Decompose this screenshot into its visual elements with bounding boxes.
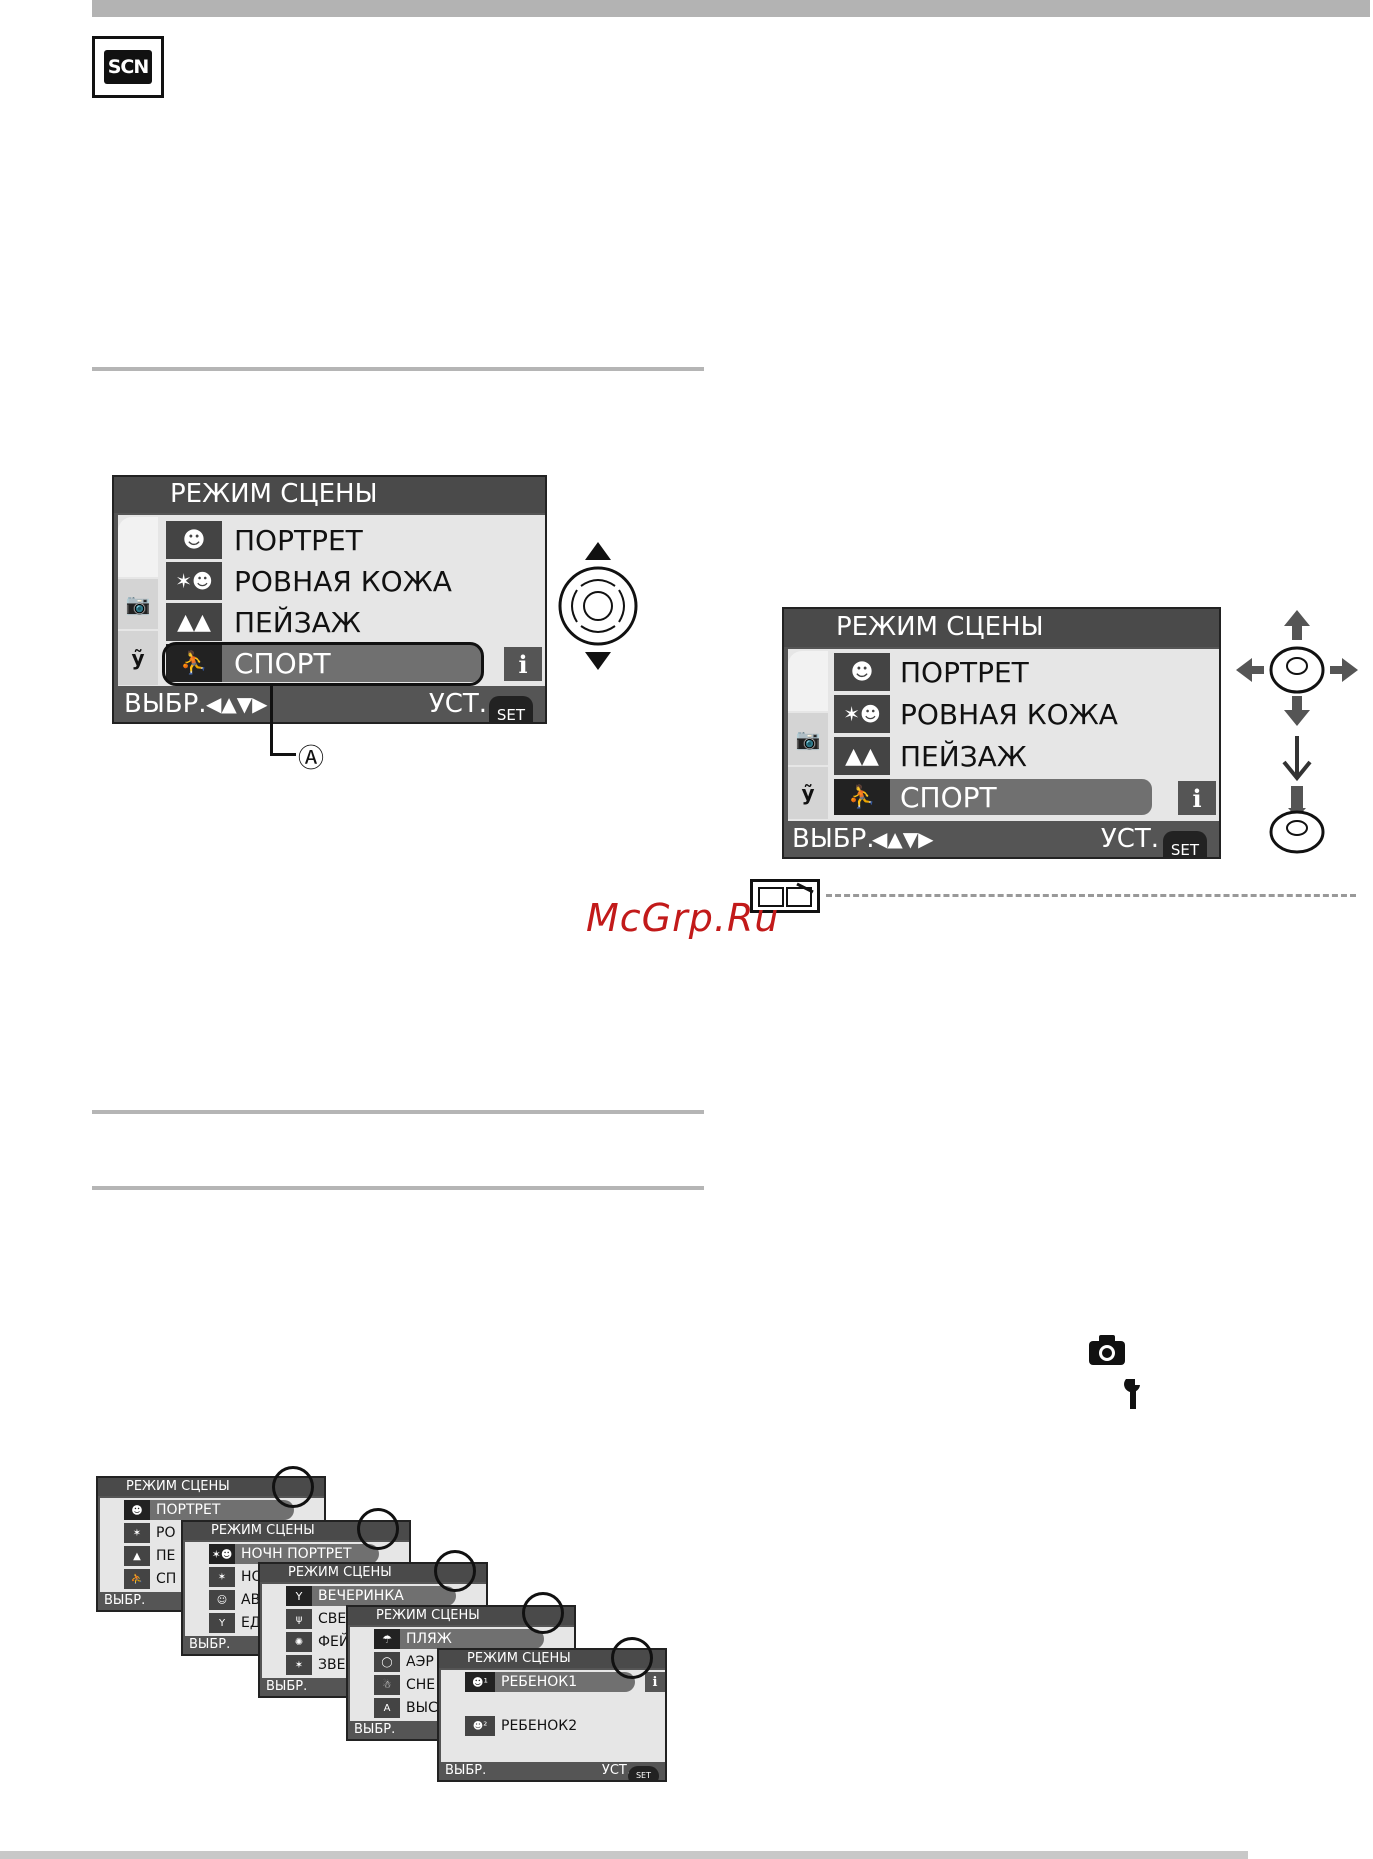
cursor-pad-four-way-icon xyxy=(1236,610,1358,854)
wrench-tab-icon[interactable]: ỹ xyxy=(118,631,158,685)
info-icon[interactable]: i xyxy=(504,647,542,681)
portrait-icon: ☻ xyxy=(834,653,890,691)
marker-circle xyxy=(611,1637,653,1679)
party-icon: Y xyxy=(286,1586,312,1606)
soft-skin-icon: ✶ xyxy=(124,1523,150,1543)
portrait-icon: ☻ xyxy=(166,521,222,559)
marker-circle xyxy=(272,1466,314,1508)
high-sensitivity-icon: A xyxy=(374,1698,400,1718)
note-book-icon xyxy=(750,879,820,913)
menu-item-scenery[interactable]: ▲▲ ПЕЙЗАЖ xyxy=(166,603,536,641)
sports-icon: ⛹ xyxy=(124,1569,150,1589)
scenery-icon: ▲ xyxy=(124,1546,150,1566)
cursor-pad-updown-icon xyxy=(558,542,638,670)
wrench-tab-icon[interactable]: ỹ xyxy=(788,767,828,819)
watermark: McGrp.Ru xyxy=(586,896,780,940)
section-divider xyxy=(92,367,704,371)
camera-tab-icon[interactable]: 📷 xyxy=(788,713,828,765)
self-portrait-icon: ☺ xyxy=(209,1590,235,1610)
food-icon: Y xyxy=(209,1613,235,1633)
section-divider xyxy=(92,1186,704,1190)
menu-item-portrait[interactable]: ☻ ПОРТРЕТ xyxy=(834,653,1209,691)
beach-icon: ☂ xyxy=(374,1629,400,1649)
menu-item-sports[interactable]: ⛹ СПОРТ xyxy=(834,779,1152,815)
info-icon[interactable]: i xyxy=(645,1672,665,1692)
scene-menu-screen-b: РЕЖИМ СЦЕНЫ 📷 ỹ ☻ ПОРТРЕТ ✶☻ РОВНАЯ КОЖА… xyxy=(782,607,1221,859)
baby2-icon: ☻² xyxy=(465,1716,495,1736)
scn-badge: SCN xyxy=(103,50,153,84)
arrows-updown-icon: ◀▲▼▶ xyxy=(206,692,268,716)
camera-tab-icon[interactable]: 📷 xyxy=(118,579,158,629)
sports-icon: ⛹ xyxy=(834,779,890,815)
night-portrait-icon: ✶☻ xyxy=(209,1544,235,1564)
screen-title: РЕЖИМ СЦЕНЫ xyxy=(114,477,545,513)
aerial-icon: ◯ xyxy=(374,1652,400,1672)
soft-skin-icon: ✶☻ xyxy=(166,562,222,600)
fireworks-icon: ✺ xyxy=(286,1632,312,1652)
highlight-frame xyxy=(162,642,484,686)
menu-item-soft-skin[interactable]: ✶☻ РОВНАЯ КОЖА xyxy=(834,695,1209,733)
wrench-icon xyxy=(1124,1379,1140,1409)
scenery-icon: ▲▲ xyxy=(166,603,222,641)
menu-item-portrait[interactable]: ☻ ПОРТРЕТ xyxy=(166,521,536,559)
callout-label: Ⓐ xyxy=(298,744,325,774)
marker-circle xyxy=(522,1592,564,1634)
snow-icon: ☃ xyxy=(374,1675,400,1695)
scenery-icon: ▲▲ xyxy=(834,737,890,775)
menu-item-scenery[interactable]: ▲▲ ПЕЙЗАЖ xyxy=(834,737,1209,775)
note-divider xyxy=(826,894,1356,897)
scene-menu-screen-a: РЕЖИМ СЦЕНЫ 📷 ỹ ☻ ПОРТРЕТ ✶☻ РОВНАЯ КОЖА… xyxy=(112,475,547,724)
scn-mode-icon: SCN xyxy=(92,36,164,98)
screen-footer: ВЫБР. ◀▲▼▶ УСТ. SET xyxy=(114,686,545,722)
candle-icon: ψ xyxy=(286,1609,312,1629)
top-bar xyxy=(92,0,1370,17)
marker-circle xyxy=(357,1508,399,1550)
soft-skin-icon: ✶☻ xyxy=(834,695,890,733)
marker-circle xyxy=(434,1550,476,1592)
camera-icon xyxy=(1089,1335,1125,1365)
portrait-icon: ☻ xyxy=(124,1500,150,1520)
info-icon[interactable]: i xyxy=(1178,781,1216,815)
night-scenery-icon: ✶ xyxy=(209,1567,235,1587)
bottom-bar xyxy=(0,1851,1248,1859)
menu-item-sports[interactable]: ⛹ СПОРТ xyxy=(166,644,482,682)
menu-item-soft-skin[interactable]: ✶☻ РОВНАЯ КОЖА xyxy=(166,562,536,600)
baby1-icon: ☻¹ xyxy=(465,1672,495,1692)
arrows-updown-icon: ◀▲▼▶ xyxy=(872,827,934,851)
section-divider xyxy=(92,1110,704,1114)
starry-sky-icon: ✶ xyxy=(286,1655,312,1675)
